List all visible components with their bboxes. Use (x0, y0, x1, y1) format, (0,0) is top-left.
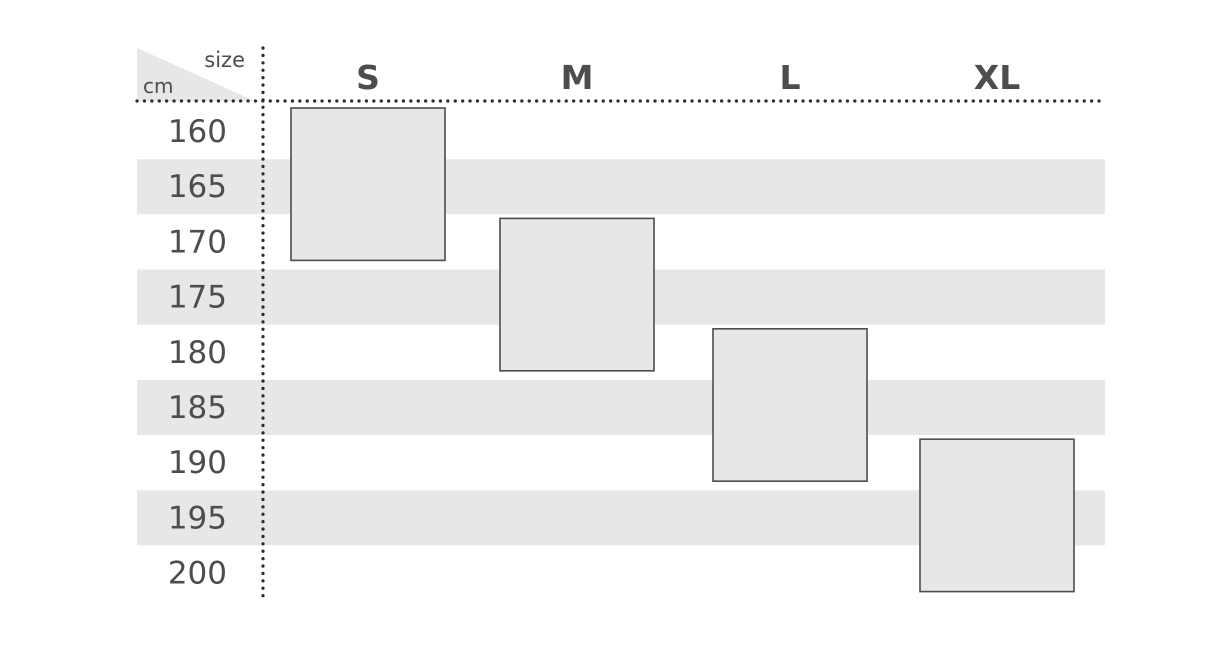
height-label: 175 (168, 280, 227, 316)
height-labels: 160 165 170 175 180 185 190 195 200 (168, 114, 227, 592)
height-label: 180 (168, 335, 227, 371)
height-label: 185 (168, 390, 227, 426)
size-range-boxes (290, 107, 1075, 593)
size-header: L (779, 58, 800, 97)
height-label: 190 (168, 445, 227, 481)
height-label: 195 (168, 500, 227, 536)
size-range-box (290, 107, 446, 262)
corner-size-label: size (204, 48, 245, 72)
corner-cell: size cm (137, 48, 255, 101)
height-label: 200 (168, 556, 227, 592)
corner-triangle (137, 48, 255, 101)
dotted-separators (135, 46, 1107, 598)
corner-cm-label: cm (143, 74, 173, 98)
size-header: XL (974, 58, 1020, 97)
size-range-box (919, 438, 1075, 593)
size-headers: S M L XL (356, 58, 1020, 97)
size-header: S (356, 58, 380, 97)
row-band (137, 159, 1105, 215)
row-band (137, 380, 1105, 435)
size-range-box (712, 327, 868, 482)
height-label: 165 (168, 169, 227, 205)
size-header: M (561, 58, 594, 97)
height-label: 160 (168, 114, 227, 150)
height-label: 170 (168, 224, 227, 260)
size-range-box (499, 217, 655, 372)
